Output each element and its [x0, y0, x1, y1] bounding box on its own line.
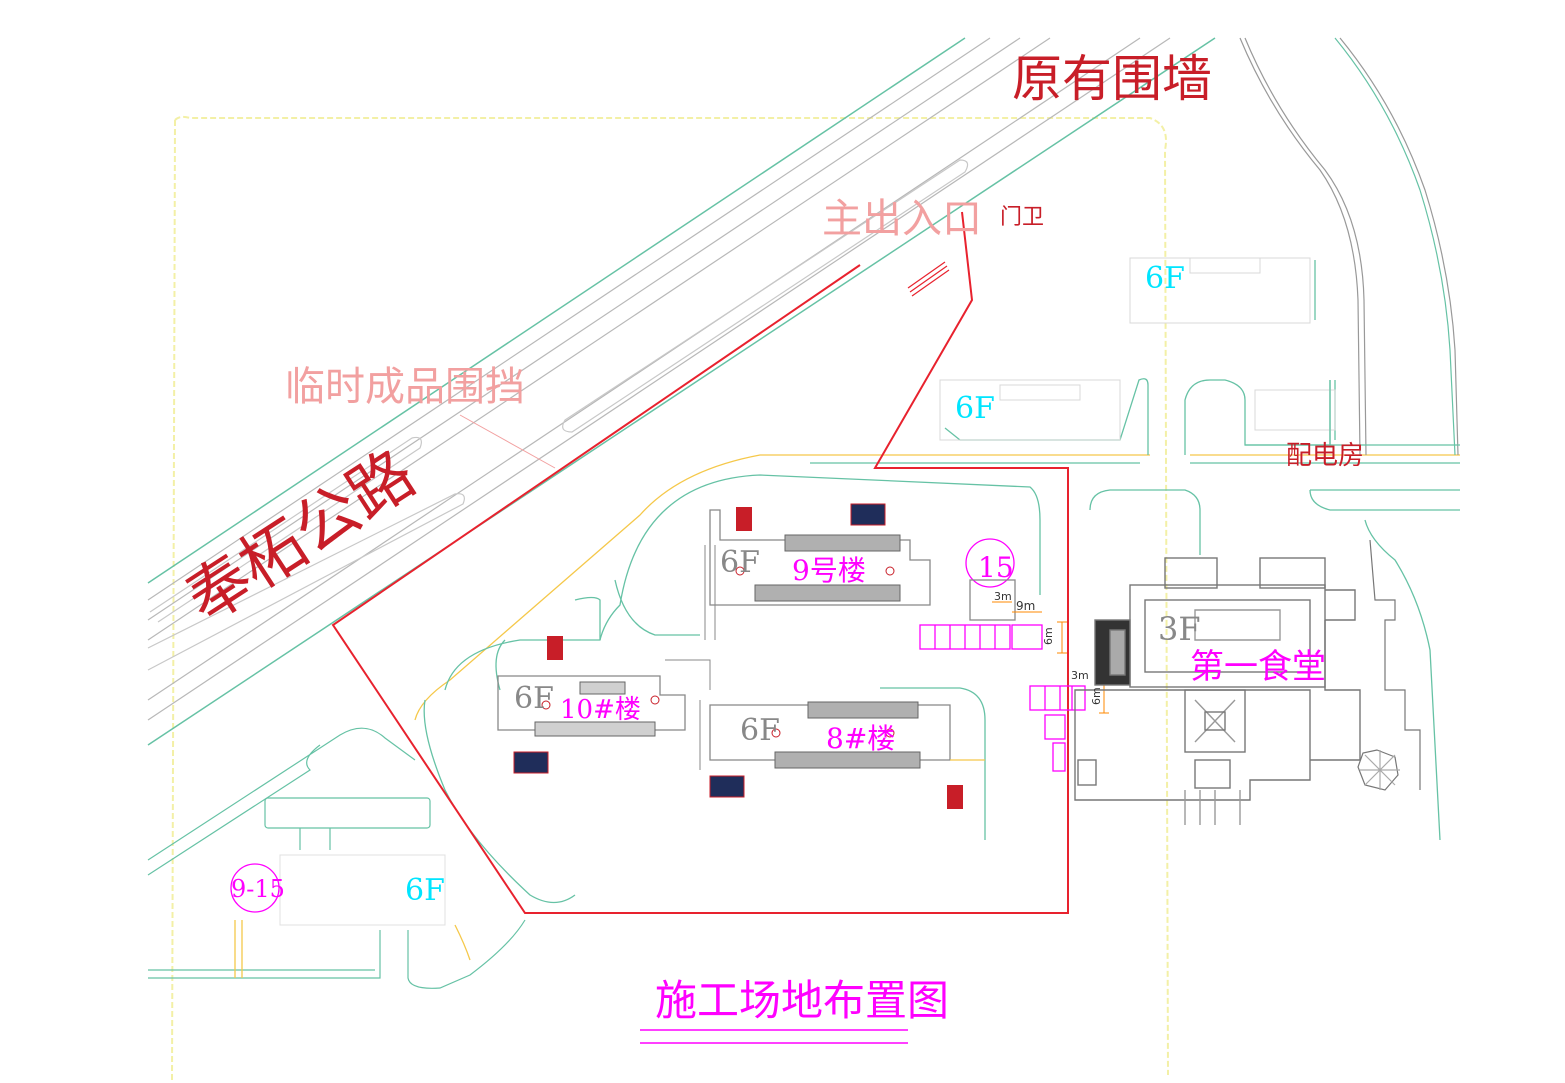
- east-structures: [1357, 539, 1421, 791]
- fengzhe-road: [147, 37, 1216, 746]
- guard-house-label: 门卫: [1000, 205, 1044, 230]
- building-10-name: 10#楼: [560, 695, 641, 725]
- mid-floors-label: 6F: [955, 391, 995, 426]
- ne-buildings: [939, 257, 1336, 441]
- building-9-15: [230, 854, 446, 926]
- building-10: [497, 659, 711, 737]
- power-room-area: [1245, 380, 1460, 446]
- dim-label-5: 6m: [1090, 687, 1103, 705]
- dim-label-4: 3m: [1071, 669, 1089, 682]
- dim-label-1: 3m: [994, 590, 1012, 603]
- building-8-floors: 6F: [740, 713, 780, 748]
- ne-curved-road: [1239, 37, 1459, 456]
- lower-left-roads: [147, 727, 526, 989]
- building-15-marker: [965, 538, 1016, 621]
- canteen-complex: [1074, 557, 1361, 825]
- building-9-15-name: 9-15: [231, 875, 285, 903]
- building-8: [699, 700, 985, 770]
- building-15-name: 15: [978, 551, 1014, 584]
- building-9-name: 9号楼: [792, 554, 866, 587]
- internal-roads: [423, 260, 1460, 904]
- existing-wall-label: 原有围墙: [1012, 50, 1212, 108]
- building-10-floors: 6F: [514, 681, 554, 716]
- drawing-title: 施工场地布置图: [655, 976, 949, 1025]
- gate-marker: [907, 261, 950, 297]
- power-room-label: 配电房: [1286, 441, 1364, 471]
- building-9: [704, 509, 931, 640]
- building-9-floors: 6F: [720, 545, 760, 580]
- site-boundary: [331, 211, 1069, 914]
- yellow-service-lines: [234, 454, 1460, 978]
- temporary-offices: [919, 624, 1086, 772]
- main-entrance-label: 主出入口: [822, 196, 982, 242]
- dim-label-2: 9m: [1016, 599, 1035, 613]
- site-limit-outline: [171, 115, 1169, 1081]
- building-8-name: 8#楼: [826, 722, 895, 755]
- building-9-15-floors: 6F: [405, 873, 445, 908]
- ne-floors-label: 6F: [1145, 261, 1185, 296]
- dim-label-3: 6m: [1042, 627, 1055, 645]
- canteen-label: 第一食堂: [1190, 647, 1326, 687]
- temp-hoarding-label: 临时成品围挡: [285, 364, 525, 410]
- canteen-floors-label: 3F: [1158, 610, 1201, 648]
- title-underline: [640, 1029, 908, 1044]
- site-facilities: [513, 503, 963, 809]
